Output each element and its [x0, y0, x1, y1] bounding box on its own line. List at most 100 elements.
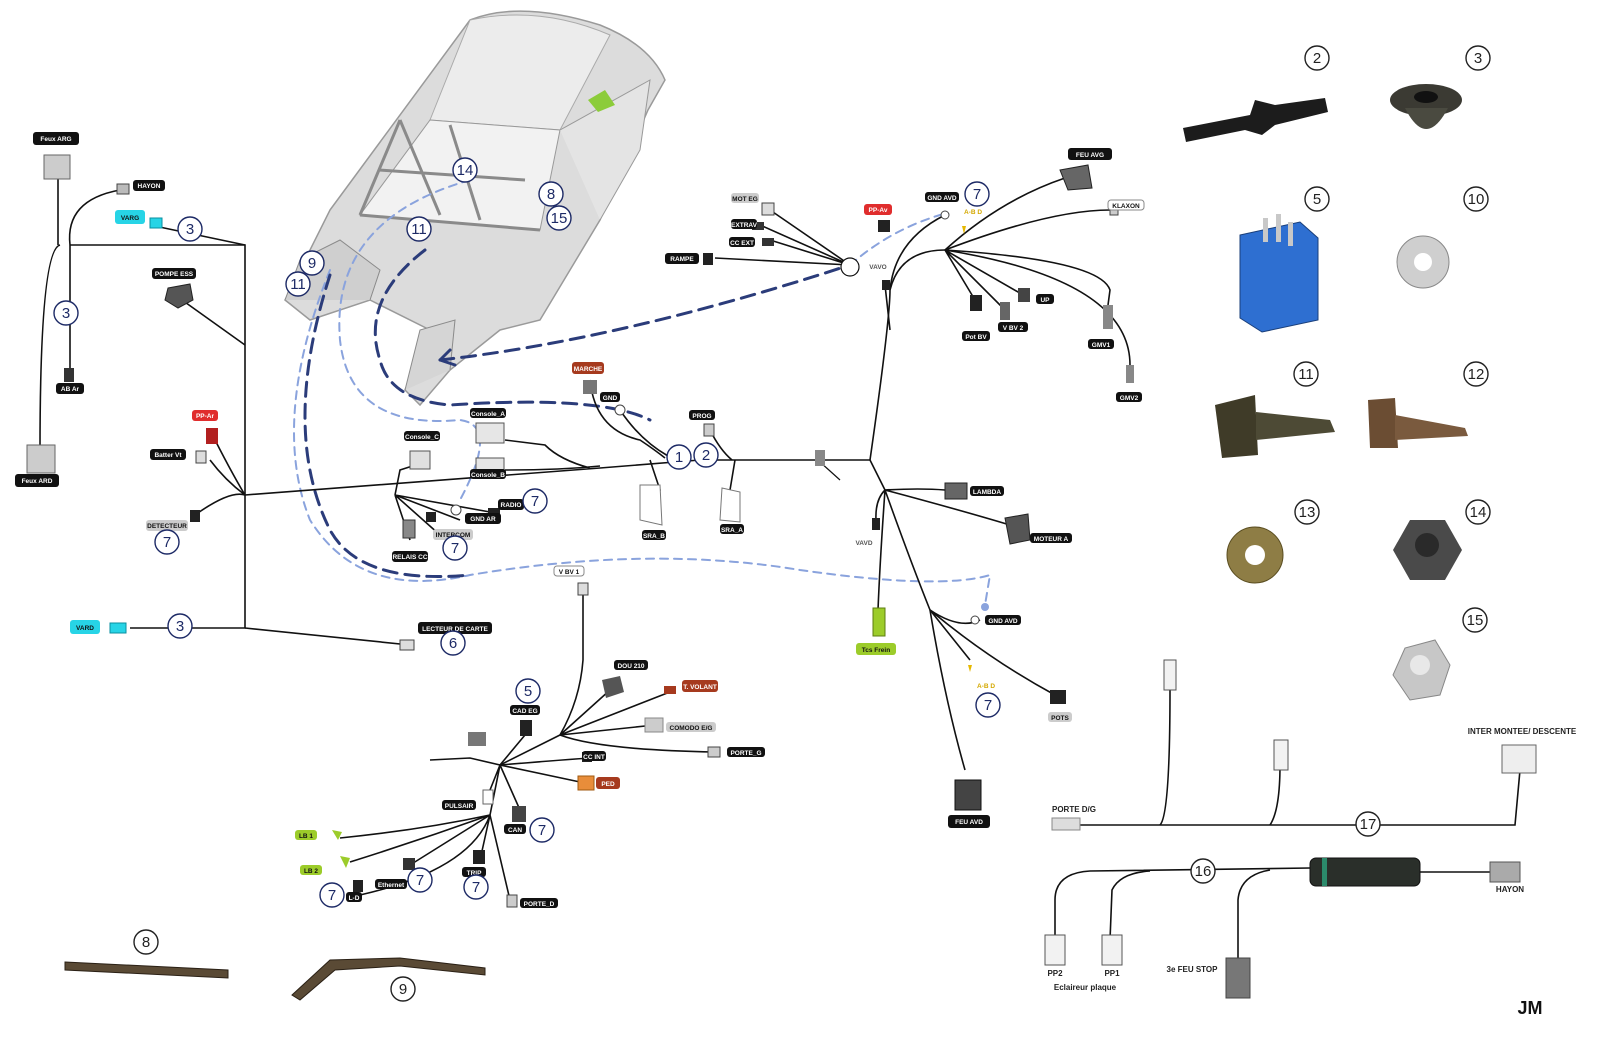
label-comodo: COMODO E/G	[670, 725, 713, 732]
label-ethernet: Ethernet	[378, 882, 405, 889]
callout-11: 11	[1293, 361, 1319, 387]
label-can: CAN	[508, 827, 522, 834]
callout-7: 7	[964, 181, 990, 207]
callout-number: 11	[290, 276, 306, 293]
callout-number: 3	[186, 221, 194, 238]
label-vavo: VAVO	[869, 264, 886, 271]
callout-number: 14	[457, 162, 474, 179]
callout-9: 9	[299, 250, 325, 276]
callout-7: 7	[154, 529, 180, 555]
callout-number: 10	[1468, 191, 1485, 208]
label-sra-b: SRA_B	[643, 533, 665, 540]
label-feux-ard: Feux ARD	[22, 478, 53, 485]
steering-harness-wires	[339, 585, 716, 901]
label-lecteur-de-carte: LECTEUR DE CARTE	[422, 626, 488, 633]
callout-8: 8	[133, 929, 159, 955]
callout-3: 3	[1465, 45, 1491, 71]
label-gnd-avd-bot: GND AVD	[988, 618, 1018, 625]
callout-15: 15	[1462, 607, 1488, 633]
label-a-b-d-top: A-B D	[964, 209, 982, 216]
callout-17: 17	[1355, 811, 1381, 837]
label-cad-eg: CAD EG	[512, 708, 537, 715]
label-console-c: Console_C	[405, 434, 439, 441]
label-pompe-ess: POMPE ESS	[155, 271, 194, 278]
callout-1: 1	[666, 444, 692, 470]
label-t-volant: T. VOLANT	[683, 684, 717, 691]
callout-number: 7	[328, 887, 336, 904]
callout-13: 13	[1294, 499, 1320, 525]
label-dou210: DOU 210	[617, 663, 644, 670]
callout-number: 2	[702, 447, 710, 464]
steering-connectors	[332, 582, 721, 908]
label-porte-d: PORTE_D	[524, 901, 555, 908]
label-radio: RADIO	[501, 502, 522, 509]
label-3e-feu-stop: 3e FEU STOP	[1167, 965, 1219, 974]
callout-number: 13	[1299, 504, 1316, 521]
callout-number: 1	[675, 449, 683, 466]
label-tcs-frein: Tcs Frein	[862, 647, 890, 654]
label-pp1: PP1	[1104, 969, 1120, 978]
callout-number: 9	[308, 255, 316, 272]
callout-7: 7	[522, 488, 548, 514]
callout-number: 7	[973, 186, 981, 203]
callout-2: 2	[693, 442, 719, 468]
callout-number: 15	[551, 210, 568, 227]
signature: JM	[1517, 998, 1542, 1018]
callout-number: 6	[449, 635, 457, 652]
parts-catalogue	[64, 84, 1468, 1001]
label-ped: PED	[601, 781, 615, 788]
label-hayon-right: HAYON	[1496, 885, 1524, 894]
callout-8: 8	[538, 181, 564, 207]
label-vbv2: V BV 2	[1003, 325, 1024, 332]
callout-6: 6	[440, 630, 466, 656]
label-cc-ext: CC EXT	[730, 240, 754, 247]
callout-number: 7	[984, 697, 992, 714]
label-extrav: EXTRAV	[731, 222, 758, 229]
callout-7: 7	[319, 882, 345, 908]
callout-number: 11	[1298, 366, 1314, 383]
label-inter-montee-descente: INTER MONTEE/ DESCENTE	[1468, 727, 1577, 736]
label-console-a: Console_A	[471, 411, 505, 418]
label-gmv1: GMV1	[1092, 342, 1111, 349]
callout-number: 17	[1360, 816, 1377, 833]
callout-3: 3	[177, 216, 203, 242]
label-trip: TRIP	[467, 870, 482, 877]
label-porte-g: PORTE_G	[730, 750, 761, 757]
callout-number: 11	[411, 221, 427, 238]
callout-number: 3	[62, 305, 70, 322]
label-klaxon: KLAXON	[1112, 203, 1140, 210]
car-body-shell	[284, 10, 666, 407]
label-relais-cc: RELAIS CC	[392, 554, 427, 561]
label-vbv1: V BV 1	[559, 569, 580, 576]
callout-3: 3	[53, 300, 79, 326]
label-mot-eg: MOT EG	[732, 196, 758, 203]
callout-14: 14	[452, 157, 478, 183]
label-console-b: Console_B	[471, 472, 505, 479]
label-eclaireur-plaque: Eclaireur plaque	[1054, 983, 1117, 992]
label-porte-dg: PORTE D/G	[1052, 805, 1096, 814]
label-pp2: PP2	[1047, 969, 1063, 978]
label-varg: VARG	[121, 215, 139, 222]
label-rampe: RAMPE	[670, 256, 694, 263]
label-hayon-left: HAYON	[138, 183, 161, 190]
label-vavd: VAVD	[855, 540, 872, 547]
callout-16: 16	[1190, 858, 1216, 884]
label-moteur-a: MOTEUR A	[1034, 536, 1069, 543]
label-lb2: LB 2	[304, 868, 318, 875]
label-gnd-avd-top: GND AVD	[927, 195, 957, 202]
label-feu-avd: FEU AVD	[955, 819, 983, 826]
label-l-d: L-D	[349, 895, 360, 902]
label-detecteur: DETECTEUR	[147, 523, 187, 530]
label-pp-av: PP-Av	[869, 207, 888, 214]
callout-number: 3	[1474, 50, 1482, 67]
callout-number: 2	[1313, 50, 1321, 67]
callout-7: 7	[463, 874, 489, 900]
callout-7: 7	[975, 692, 1001, 718]
callout-number: 16	[1195, 863, 1212, 880]
label-vard: VARD	[76, 625, 94, 632]
centre-connectors	[583, 164, 1134, 811]
label-gnd-ar: GND AR	[470, 516, 496, 523]
label-sra-a: SRA_A	[721, 527, 743, 534]
callout-number: 9	[399, 981, 407, 998]
